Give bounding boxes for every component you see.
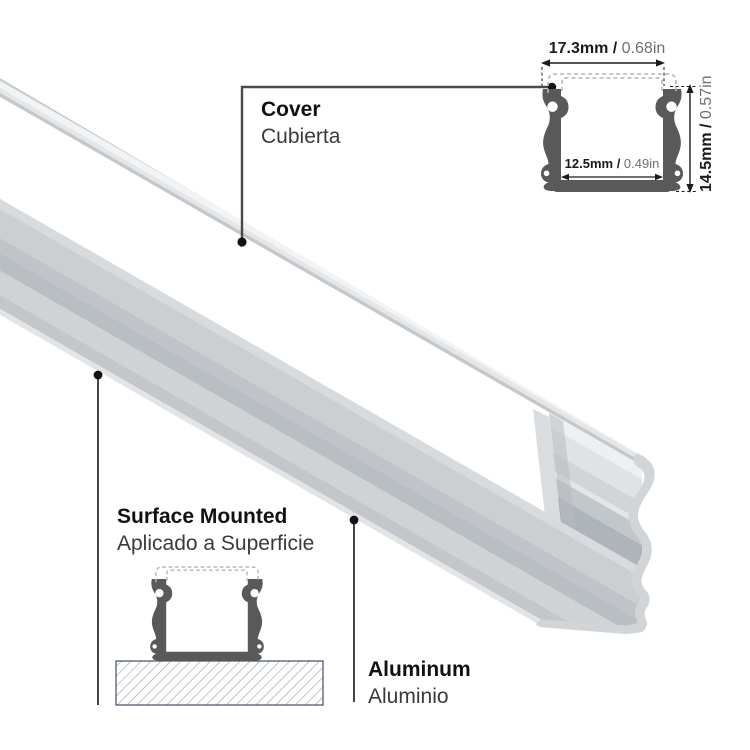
cover-leader-line xyxy=(240,85,552,242)
cover-front-face xyxy=(0,94,546,513)
inner-width-imperial: 0.49in xyxy=(623,156,660,171)
cover-top-sliver xyxy=(0,78,655,467)
surface-mounted-label: Surface Mounted Aplicado a Superficie xyxy=(117,503,314,557)
cover-top-sliver-low xyxy=(0,85,655,472)
aluminum-bottom-edge xyxy=(0,306,655,634)
aluminum-label: Aluminum Aluminio xyxy=(368,656,471,710)
aluminum-end-face xyxy=(535,452,655,634)
mounting-surface-hatch xyxy=(115,660,324,706)
height-dimension-label: 14.5mm / 0.57in xyxy=(698,75,715,192)
height-imperial: 0.57in xyxy=(698,75,715,120)
profile-3d-render xyxy=(0,78,655,634)
cover-front-edge-line xyxy=(0,90,655,476)
mounted-cover-dashed-outline xyxy=(155,566,259,583)
cover-dashed-outline xyxy=(547,73,677,94)
aluminum-rib-highlight xyxy=(0,268,655,634)
width-imperial: 0.68in xyxy=(621,40,666,57)
aluminum-label-en: Aluminum xyxy=(368,658,471,681)
surface-leader-dot xyxy=(93,370,103,380)
width-dimension xyxy=(541,59,665,86)
channel-interior xyxy=(549,413,642,568)
cover-label-en: Cover xyxy=(261,98,321,121)
cover-end-face xyxy=(533,409,561,524)
leader-lines xyxy=(93,82,557,705)
aluminum-leader-dot xyxy=(349,515,359,525)
floor-highlight xyxy=(552,470,640,526)
cover-end-shadow xyxy=(549,413,576,529)
aluminum-band-3 xyxy=(0,250,655,634)
width-dimension-label: 17.3mm / 0.68in xyxy=(548,40,666,57)
width-metric: 17.3mm xyxy=(548,40,609,57)
cover-label: Cover Cubierta xyxy=(261,96,340,150)
aluminum-band-1 xyxy=(0,206,655,617)
height-metric: 14.5mm xyxy=(698,132,715,192)
mounted-profile-section xyxy=(150,579,264,662)
inner-width-dimension-label: 12.5mm / 0.49in xyxy=(564,156,660,171)
inner-width-dimension xyxy=(561,173,663,181)
aluminum-band-2 xyxy=(0,235,655,632)
mounted-diagram xyxy=(115,566,324,706)
aluminum-label-es: Aluminio xyxy=(368,685,449,708)
surface-mounted-label-en: Surface Mounted xyxy=(117,505,288,528)
cover-leader-dot-product xyxy=(237,237,247,247)
cover-label-es: Cubierta xyxy=(261,125,341,148)
surface-mounted-label-es: Aplicado a Superficie xyxy=(117,532,315,555)
height-dimension xyxy=(670,84,697,193)
aluminum-band-4 xyxy=(0,292,655,634)
cross-section-diagram xyxy=(541,59,697,193)
aluminum-top-edge xyxy=(0,196,655,588)
inner-width-metric: 12.5mm xyxy=(564,156,614,171)
